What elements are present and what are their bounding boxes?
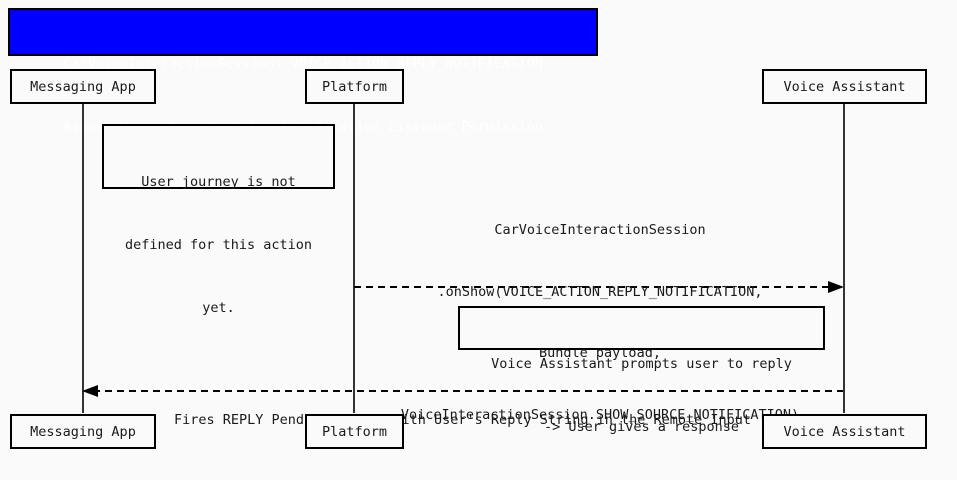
note-line-2: defined for this action <box>125 237 312 253</box>
message-line-1: CarVoiceInteractionSession <box>494 222 706 238</box>
participant-label: Platform <box>321 423 388 440</box>
note-line-1: User journey is not <box>141 174 296 190</box>
note-line-3: yet. <box>202 300 235 316</box>
lifeline-platform <box>353 103 355 413</box>
note-voice-prompt: Voice Assistant prompts user to reply ->… <box>458 306 825 435</box>
participant-label: Voice Assistant <box>783 78 906 95</box>
note-line-2: -> User gives a response <box>543 419 740 435</box>
participant-voice-assistant-top[interactable]: Voice Assistant <box>762 69 927 104</box>
lifeline-voice-assistant <box>843 103 845 413</box>
lifeline-messaging-app <box>82 103 84 413</box>
participant-label: Messaging App <box>30 423 136 440</box>
participant-platform-bottom[interactable]: Platform <box>305 414 404 449</box>
diagram-title: CarVoiceInteractionSession: VOICE_ACTION… <box>8 8 598 135</box>
participant-messaging-app-bottom[interactable]: Messaging App <box>10 414 156 449</box>
note-user-journey: User journey is not defined for this act… <box>102 124 335 316</box>
message-line-2: .onShow(VOICE_ACTION_REPLY_NOTIFICATION, <box>437 283 763 300</box>
note-line-1: Voice Assistant prompts user to reply <box>491 356 792 372</box>
participant-label: Voice Assistant <box>783 423 906 440</box>
participant-messaging-app-top[interactable]: Messaging App <box>10 69 156 104</box>
sequence-diagram-canvas: CarVoiceInteractionSession: VOICE_ACTION… <box>8 8 927 449</box>
diagram-title-line-1: CarVoiceInteractionSession: VOICE_ACTION… <box>63 56 543 72</box>
participant-label: Platform <box>321 78 388 95</box>
participant-platform-top[interactable]: Platform <box>305 69 404 104</box>
participant-label: Messaging App <box>30 78 136 95</box>
message-line-4: VoiceInteractionSession.SHOW_SOURCE_NOTI… <box>400 406 800 423</box>
participant-voice-assistant-bottom[interactable]: Voice Assistant <box>762 414 927 449</box>
